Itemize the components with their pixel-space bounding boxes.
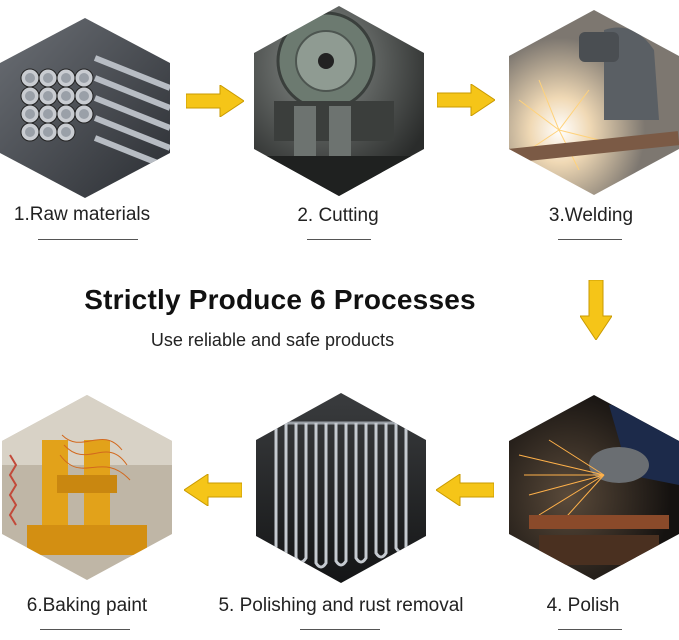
step-4-image (509, 395, 679, 580)
arrow-right-icon (185, 84, 245, 122)
step-2-underline (307, 239, 371, 240)
step-1-image (0, 18, 170, 198)
step-3-label: 3.Welding (548, 205, 634, 226)
arrow-down-icon (579, 279, 613, 345)
headline-subtitle: Use reliable and safe products (150, 330, 395, 350)
step-6-image (2, 395, 172, 580)
step-2-image (254, 6, 424, 196)
step-2-label: 2. Cutting (297, 205, 379, 226)
step-5-underline (300, 629, 380, 630)
step-4-label: 4. Polish (546, 595, 620, 616)
headline-title: Strictly Produce 6 Processes (84, 284, 476, 315)
step-5-image (256, 393, 426, 583)
arrow-left-icon (183, 473, 243, 511)
step-6-underline (40, 629, 130, 630)
step-5-label: 5. Polishing and rust removal (218, 595, 464, 616)
step-6-label: 6.Baking paint (26, 595, 148, 616)
step-4-underline (558, 629, 622, 630)
step-3-image (509, 10, 679, 195)
arrow-left-icon (435, 473, 495, 511)
step-3-underline (558, 239, 622, 240)
step-1-label: 1.Raw materials (13, 204, 151, 225)
step-1-underline (38, 239, 138, 240)
arrow-right-icon (436, 83, 496, 121)
